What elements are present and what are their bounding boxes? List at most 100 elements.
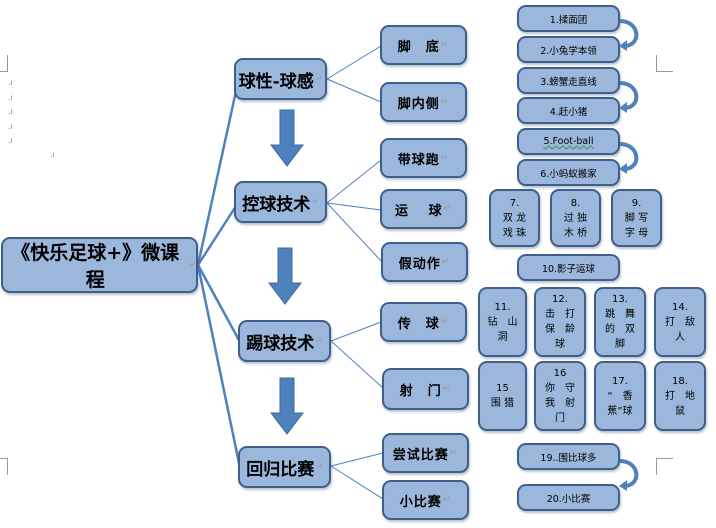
stage-node-ball-control[interactable]: 控球技术↵ [234, 181, 327, 223]
game-label: 7. 双 龙 戏 珠 [502, 197, 527, 239]
connector-root-stage [196, 264, 242, 343]
game-label: 18. 打 地 鼠 [665, 375, 695, 417]
game-node[interactable]: 7. 双 龙 戏 珠 [489, 189, 540, 247]
stage-node-back-to-match[interactable]: 回归比赛↵ [238, 446, 331, 488]
game-node[interactable]: 9. 脚 写 字 母 [611, 189, 662, 247]
connector-root-stage [196, 264, 242, 469]
game-node[interactable]: 14. 打 敌 人 [654, 287, 706, 357]
return-mark: ↵ [441, 257, 451, 267]
return-mark: ↵ [311, 197, 319, 207]
game-label: 19..围比球多 [540, 452, 597, 464]
paragraph-mark: .ı [8, 122, 13, 131]
connector-stage-skill [330, 340, 384, 389]
paragraph-mark: .ı [8, 93, 13, 102]
connector-root-stage [196, 81, 240, 266]
game-label: 17. “ 香 蕉”球 [607, 375, 633, 417]
crop-mark-top-left [0, 55, 8, 72]
connector-stage-skill [330, 465, 384, 500]
root-node-course-title[interactable]: 《快乐足球+》微课程 ↵ [1, 237, 198, 293]
game-node[interactable]: 10.影子运球 [517, 254, 620, 281]
skill-label: 传 球 [397, 316, 440, 332]
game-node[interactable]: 4.赶小猪 [517, 97, 620, 124]
skill-node-small-match[interactable]: 小比赛↵ [382, 480, 469, 520]
return-mark: ↵ [442, 384, 452, 394]
connector-stage-skill [326, 78, 382, 103]
down-arrow-icon [270, 109, 304, 167]
skill-label: 脚内侧 [397, 96, 440, 112]
paragraph-mark: .ı [8, 107, 13, 116]
game-label: 5.Foot-ball [543, 136, 594, 147]
root-title: 《快乐足球+》微课程 [11, 242, 180, 291]
stage-label: 回归比赛 [246, 459, 315, 480]
crop-mark-bottom-right [656, 458, 673, 475]
game-label: 11. 钻 山 洞 [487, 301, 518, 343]
connector-stage-skill [326, 45, 382, 80]
connector-root-stage [196, 202, 240, 266]
game-label: 10.影子运球 [541, 263, 596, 275]
skill-node-feint[interactable]: 假动作↵ [381, 242, 468, 282]
curved-arrow-icon [619, 142, 639, 174]
crop-mark-top-right [656, 55, 673, 72]
paragraph-mark: .ı [8, 136, 13, 145]
skill-node-shoot[interactable]: 射 门↵ [382, 368, 469, 410]
return-mark: ↵ [440, 97, 450, 107]
game-node[interactable]: 2.小兔学本领 [517, 36, 620, 63]
skill-label: 小比赛 [399, 494, 442, 510]
stage-label: 踢球技术 [246, 333, 315, 354]
game-label: 12. 击 打 保 龄 球 [545, 294, 575, 350]
game-label: 2.小兔学本领 [540, 45, 597, 57]
curved-arrow-icon [619, 81, 639, 113]
return-mark: ↵ [315, 336, 323, 346]
stage-label: 球性-球感 [238, 71, 314, 92]
game-node[interactable]: 17. “ 香 蕉”球 [594, 361, 646, 431]
game-node[interactable]: 15 围 猎 [478, 361, 527, 431]
return-mark: ↵ [440, 40, 450, 50]
paragraph-mark: .ı [8, 78, 13, 87]
game-node[interactable]: 11. 钻 山 洞 [478, 287, 527, 357]
game-label: 15 围 猎 [490, 383, 515, 409]
game-node[interactable]: 1.揉面团 [517, 5, 620, 32]
skill-node-dribble-run[interactable]: 带球跑↵ [380, 138, 467, 178]
return-mark: ↵ [315, 462, 323, 472]
skill-label: 假动作 [398, 256, 441, 272]
game-node[interactable]: 12. 击 打 保 龄 球 [534, 287, 586, 357]
crop-mark-bottom-left [0, 458, 8, 475]
return-mark: ↵ [440, 317, 450, 327]
stage-label: 控球技术 [242, 194, 311, 215]
skill-label: 带球跑 [397, 152, 440, 168]
game-label: 1.揉面团 [549, 14, 588, 26]
connector-stage-skill [326, 202, 382, 211]
connector-stage-skill [326, 202, 383, 263]
game-node[interactable]: 5.Foot-ball [517, 128, 620, 155]
game-node[interactable]: 8. 过 独 木 桥 [550, 189, 601, 247]
skill-node-sole[interactable]: 脚 底↵ [380, 25, 467, 65]
game-node[interactable]: 13. 跳 舞 的 双 脚 [594, 287, 646, 357]
skill-label: 脚 底 [397, 39, 440, 55]
return-mark: ↵ [443, 204, 453, 214]
skill-node-dribble[interactable]: 运 球↵ [380, 189, 467, 229]
game-node[interactable]: 19..围比球多 [517, 443, 620, 470]
game-node[interactable]: 6.小蚂蚁搬家 [517, 159, 620, 186]
game-node[interactable]: 18. 打 地 鼠 [654, 361, 706, 431]
game-label: 14. 打 敌 人 [665, 301, 695, 343]
game-node[interactable]: 16 你 守 我 射 门 [534, 361, 586, 431]
down-arrow-icon [270, 377, 304, 435]
skill-node-trial-match[interactable]: 尝试比赛↵ [382, 433, 469, 473]
game-node[interactable]: 20.小比赛 [517, 484, 620, 511]
skill-label: 射 门 [399, 383, 442, 399]
stage-node-kicking[interactable]: 踢球技术↵ [238, 320, 331, 362]
game-label: 9. 脚 写 字 母 [624, 197, 649, 239]
game-label: 13. 跳 舞 的 双 脚 [605, 294, 635, 350]
return-mark: ↵ [188, 260, 196, 270]
game-label: 3.螃蟹走直线 [540, 76, 597, 88]
game-node[interactable]: 3.螃蟹走直线 [517, 67, 620, 94]
game-label: 6.小蚂蚁搬家 [540, 168, 597, 180]
stage-node-ball-feel[interactable]: 球性-球感↵ [234, 58, 327, 100]
game-label: 16 你 守 我 射 门 [545, 368, 575, 424]
skill-node-pass[interactable]: 传 球↵ [380, 302, 467, 342]
return-mark: ↵ [442, 495, 452, 505]
skill-node-instep[interactable]: 脚内侧↵ [380, 82, 467, 122]
skill-label: 运 球 [394, 203, 443, 219]
